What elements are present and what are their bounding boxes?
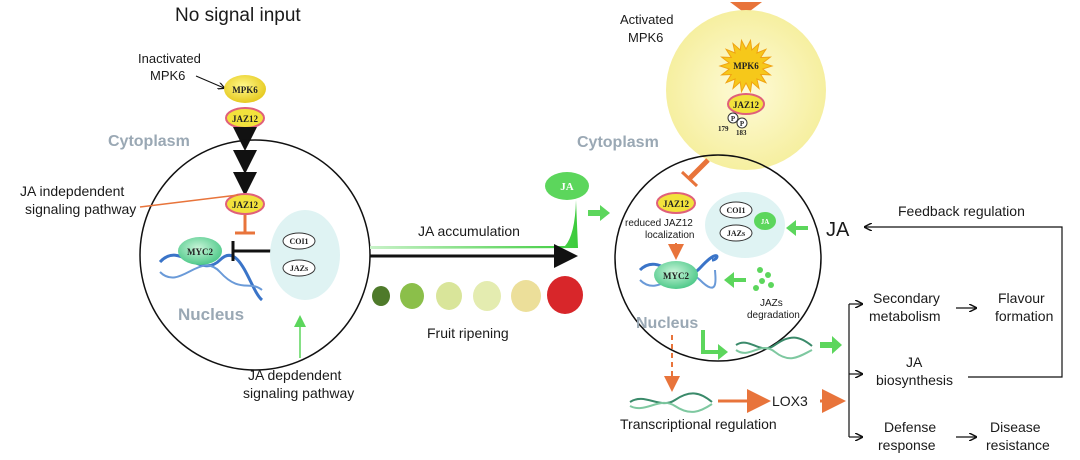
jaz12-active-label: JAZ12: [733, 100, 760, 110]
mpk6-active-starburst: [718, 38, 774, 94]
feedback-loop-line: [865, 227, 1063, 378]
cytoplasm-label-right: Cytoplasm: [577, 134, 659, 151]
ja-biosynthesis-label-1: JA: [906, 354, 923, 370]
jazs-right-label: JAZs: [727, 229, 745, 238]
jaz12-right-node: [656, 192, 696, 214]
site-183-label: 183: [736, 129, 747, 137]
to-outcomes-arrow: [820, 336, 842, 354]
phospho-site-1: [727, 112, 739, 124]
myc2-left-label: MYC2: [187, 247, 213, 257]
dna-strand-right-a: [638, 254, 719, 277]
ja-dependent-label-1: JA depdendent: [248, 367, 342, 383]
ja-biosynthesis-label-2: biosynthesis: [876, 372, 953, 388]
activated-label-2: MPK6: [628, 30, 663, 45]
strawberry-4: [473, 281, 501, 311]
jaz12-mid-left-label: JAZ12: [232, 200, 259, 210]
defense-label-2: response: [878, 437, 936, 453]
coi1-complex-left: [270, 210, 340, 300]
dna-strand-right-e: [629, 392, 713, 405]
jazs-degradation-arrow: [724, 272, 746, 288]
site-179-label: 179: [718, 125, 729, 133]
strawberry-row: [372, 276, 583, 314]
jazs-right-node: [719, 224, 753, 242]
phospho-site-2: [736, 117, 748, 129]
secondary-label-2: metabolism: [869, 308, 941, 324]
ja-bubble-label: JA: [560, 181, 574, 193]
signal-input-arrow: [730, 2, 762, 14]
strawberry-3: [436, 282, 462, 310]
strawberry-1: [372, 286, 390, 306]
flavour-label-1: Flavour: [998, 290, 1045, 306]
jazs-degradation-label-2: degradation: [747, 310, 800, 321]
jaz12-mid-left-node: [225, 193, 265, 215]
secondary-label-1: Secondary: [873, 290, 940, 306]
ja-external-label: JA: [826, 219, 850, 241]
disease-label-1: Disease: [990, 419, 1041, 435]
inactivated-pointer-arrow: [195, 75, 224, 88]
ja-small-label: JA: [761, 218, 770, 226]
jaz12-active-node: [727, 93, 765, 115]
nucleus-circle-right: [614, 154, 822, 362]
inactivated-label-1: Inactivated: [138, 51, 201, 66]
coi1-right-node: [719, 201, 753, 219]
myc2-left-node: [178, 237, 222, 265]
dna-strand-right-d: [735, 347, 813, 360]
dna-strand-left-a: [158, 253, 264, 302]
mpk6-inhibit-line: [688, 158, 710, 180]
lox3-label: LOX3: [772, 393, 808, 409]
disease-label-2: resistance: [986, 437, 1050, 453]
fruit-ripening-label: Fruit ripening: [427, 325, 509, 341]
mpk6-inhibit-bar: [680, 170, 699, 188]
coi1-right-label: COI1: [726, 206, 745, 215]
nucleus-label-right: Nucleus: [636, 315, 698, 332]
ja-bubble: [545, 172, 589, 200]
jazs-left-node: [282, 259, 316, 277]
jazs-left-label: JAZs: [290, 264, 308, 273]
dna-strand-right-f: [629, 401, 713, 413]
jazs-degradation-label-1: JAZs: [760, 298, 783, 309]
strawberry-2: [400, 283, 424, 309]
strawberry-6: [547, 276, 583, 314]
ja-independent-label-1: JA indepdendent: [20, 183, 124, 199]
defense-label-1: Defense: [884, 419, 936, 435]
flavour-label-2: formation: [995, 308, 1053, 324]
activated-mpk6-glow: [666, 10, 826, 170]
mpk6-inactive-node: [224, 75, 266, 103]
inactivated-label-2: MPK6: [150, 68, 185, 83]
jaz12-right-label: JAZ12: [663, 199, 690, 209]
ja-independent-label-2: signaling pathway: [25, 201, 136, 217]
myc2-right-label: MYC2: [663, 271, 689, 281]
reduced-label-2: localization: [645, 230, 694, 241]
activated-label-1: Activated: [620, 12, 673, 27]
jaz12-top-left-label: JAZ12: [232, 114, 259, 124]
title-no-signal: No signal input: [175, 5, 301, 26]
ja-bubble-arrow: [588, 205, 610, 221]
ja-accumulation-label: JA accumulation: [418, 223, 520, 239]
myc2-right-node: [654, 261, 698, 289]
nucleus-label-left: Nucleus: [178, 305, 244, 324]
jazs-degradation-dots: [753, 267, 774, 291]
coi1-left-node: [282, 232, 316, 250]
gene-expression-arrow: [701, 330, 728, 360]
cytoplasm-label-left: Cytoplasm: [108, 133, 190, 150]
dna-strand-left-b: [159, 264, 263, 291]
ja-dependent-label-2: signaling pathway: [243, 385, 354, 401]
ja-external-arrow: [786, 220, 808, 236]
phospho-p-2: P: [740, 120, 745, 128]
phospho-p-1: P: [731, 115, 736, 123]
strawberry-5: [511, 280, 541, 312]
ja-small-bubble: [754, 212, 776, 230]
reduced-label-1: reduced JAZ12: [625, 218, 693, 229]
mpk6-inactive-label: MPK6: [232, 85, 258, 95]
transcriptional-regulation-label: Transcriptional regulation: [620, 416, 777, 432]
coi1-left-label: COI1: [289, 237, 308, 246]
mpk6-active-label: MPK6: [733, 61, 759, 71]
ja-independent-connector: [139, 194, 239, 208]
dna-strand-right-c: [735, 336, 813, 350]
feedback-regulation-label: Feedback regulation: [898, 203, 1025, 219]
